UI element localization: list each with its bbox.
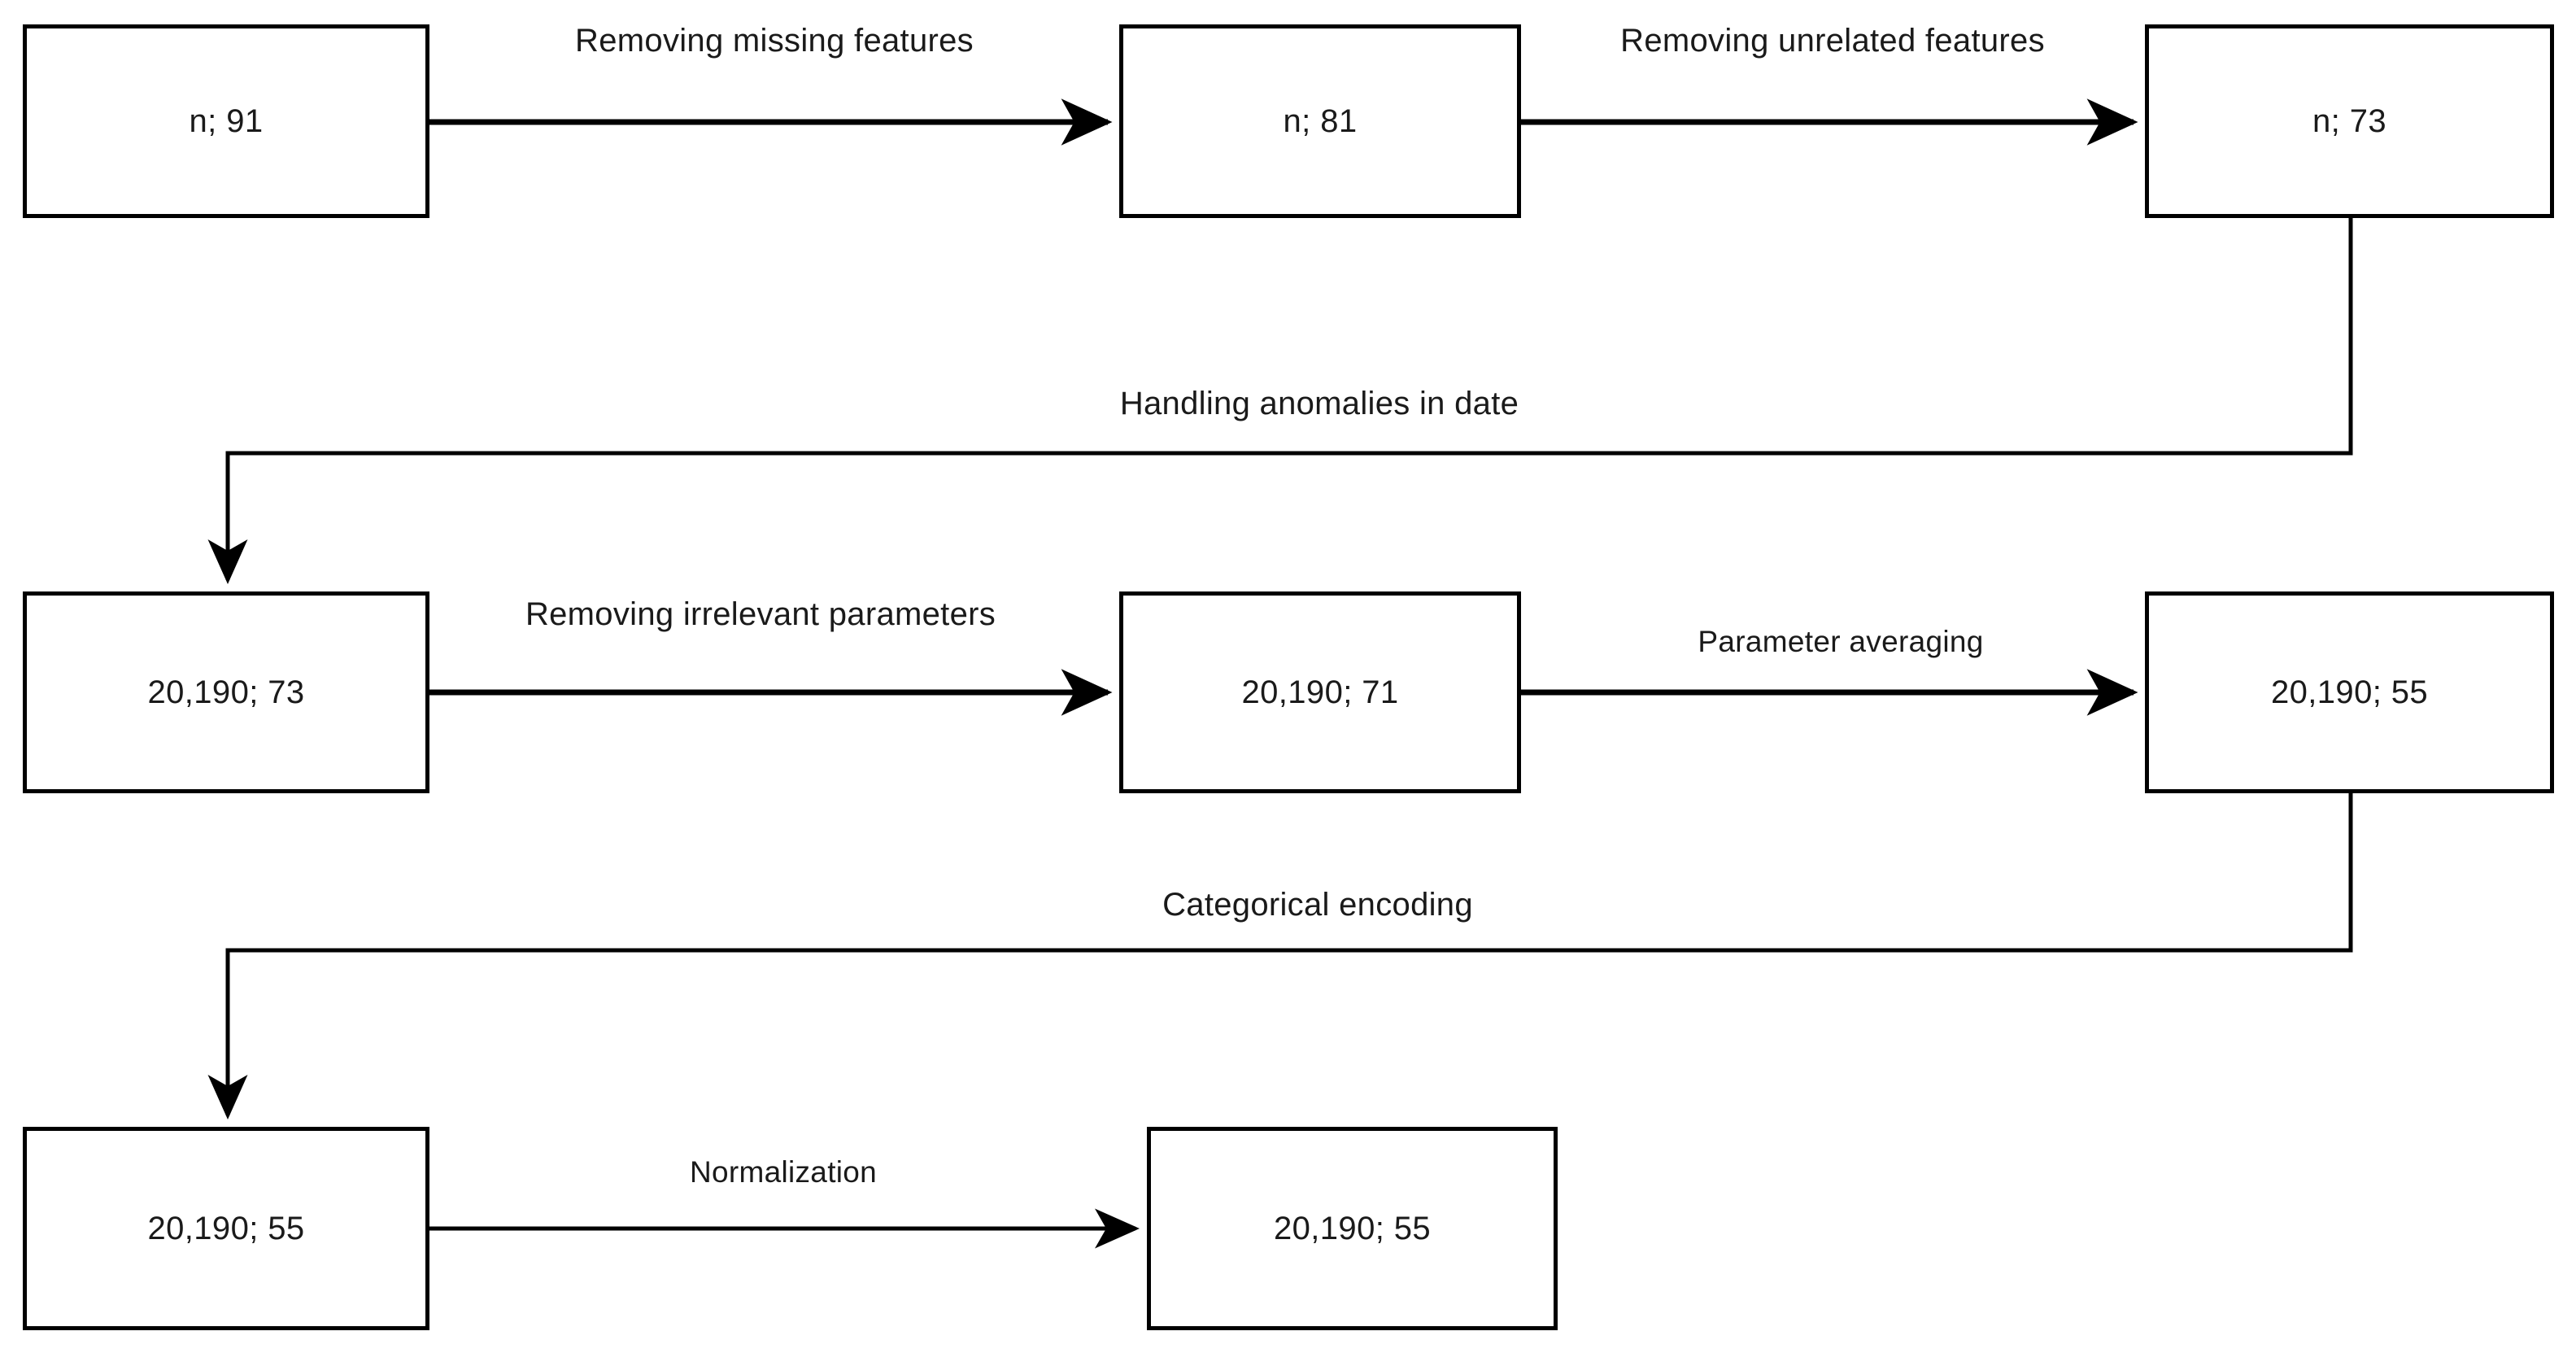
edge-label-removing-unrelated-features: Removing unrelated features [1620,23,2045,59]
node-20190-71[interactable]: 20,190; 71 [1119,591,1521,793]
edge-label-categorical-encoding: Categorical encoding [1162,887,1473,923]
edge-label-removing-missing-features: Removing missing features [575,23,974,59]
node-label: n; 73 [2312,103,2386,139]
node-20190-73[interactable]: 20,190; 73 [23,591,429,793]
node-n-73[interactable]: n; 73 [2145,24,2554,218]
edge-handling-anomalies-in-date [207,218,2353,584]
edge-label-removing-irrelevant-parameters: Removing irrelevant parameters [525,596,996,632]
node-label: n; 81 [1283,103,1358,139]
node-label: 20,190; 73 [147,674,305,710]
node-20190-55-row3-right[interactable]: 20,190; 55 [1147,1127,1558,1330]
node-label: 20,190; 71 [1241,674,1399,710]
edge-categorical-encoding [207,793,2353,1119]
edge-label-handling-anomalies-in-date: Handling anomalies in date [1119,386,1519,421]
node-label: 20,190; 55 [2270,674,2429,710]
edge-label-normalization: Normalization [689,1155,878,1189]
node-label: 20,190; 55 [1273,1211,1432,1246]
node-label: n; 91 [189,103,264,139]
node-label: 20,190; 55 [147,1211,305,1246]
node-20190-55-row3-left[interactable]: 20,190; 55 [23,1127,429,1330]
node-n-81[interactable]: n; 81 [1119,24,1521,218]
node-20190-55-row2[interactable]: 20,190; 55 [2145,591,2554,793]
edge-label-parameter-averaging: Parameter averaging [1698,625,1984,658]
node-n-91[interactable]: n; 91 [23,24,429,218]
